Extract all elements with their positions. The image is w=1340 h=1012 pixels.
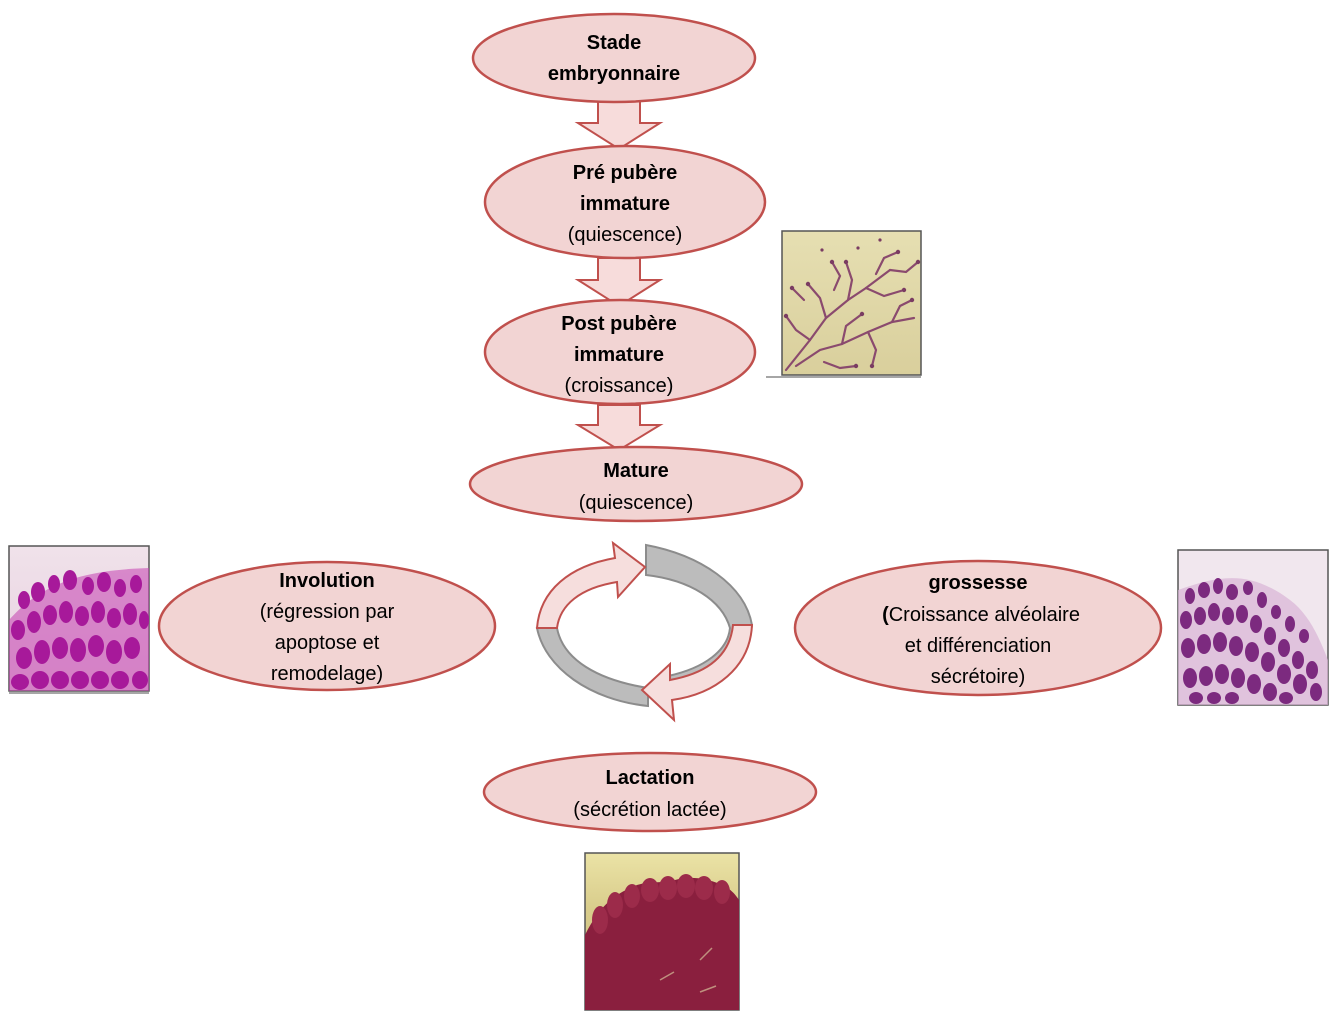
involution-title: Involution bbox=[279, 570, 375, 592]
involution-subtitle-line1: (régression par bbox=[260, 601, 395, 623]
stade-title-line1: Stade bbox=[587, 32, 641, 54]
involution-subtitle-line3: remodelage) bbox=[271, 663, 383, 685]
node-post-pubere: Post pubère immature (croissance) bbox=[483, 298, 757, 406]
stade-title-line2: embryonnaire bbox=[548, 63, 680, 85]
involution-subtitle-line2: apoptose et bbox=[275, 632, 380, 654]
grossesse-subtitle-line2: et différenciation bbox=[905, 635, 1051, 657]
prepubere-title-line2: immature bbox=[580, 193, 670, 215]
prepubere-subtitle: (quiescence) bbox=[568, 224, 683, 246]
grossesse-subtitle-line3: sécrétoire) bbox=[931, 666, 1025, 688]
micrograph-postpubere-image bbox=[766, 230, 922, 378]
mature-subtitle: (quiescence) bbox=[579, 492, 694, 514]
node-pre-pubere: Pré pubère immature (quiescence) bbox=[483, 144, 767, 260]
node-stade-embryonnaire: Stade embryonnaire bbox=[471, 12, 757, 104]
micrograph-grossesse-image bbox=[1177, 549, 1329, 706]
grossesse-subtitle-line1: Croissance alvéolaire bbox=[889, 604, 1080, 626]
arrow-postpubere-to-mature bbox=[574, 404, 664, 452]
node-involution: Involution (régression par apoptose et r… bbox=[157, 560, 497, 692]
cycle-arrows bbox=[535, 540, 754, 723]
node-grossesse: grossesse (Croissance alvéolaire et diff… bbox=[793, 559, 1163, 697]
lactation-title: Lactation bbox=[606, 767, 695, 789]
node-lactation: Lactation (sécrétion lactée) bbox=[482, 751, 818, 833]
micrograph-lactation-image bbox=[584, 852, 740, 1011]
postpubere-title-line2: immature bbox=[574, 344, 664, 366]
micrograph-involution-image bbox=[8, 545, 150, 694]
grossesse-subtitle-line1-group: (Croissance alvéolaire bbox=[882, 604, 1080, 626]
mature-title: Mature bbox=[603, 460, 669, 482]
grossesse-title: grossesse bbox=[929, 572, 1028, 594]
arrow-prepubere-to-postpubere bbox=[574, 257, 664, 308]
lactation-subtitle: (sécrétion lactée) bbox=[573, 799, 726, 821]
postpubere-subtitle: (croissance) bbox=[565, 375, 674, 397]
node-mature: Mature (quiescence) bbox=[468, 445, 804, 523]
prepubere-title-line1: Pré pubère bbox=[573, 162, 677, 184]
grossesse-open-paren: ( bbox=[882, 604, 889, 626]
postpubere-title-line1: Post pubère bbox=[561, 313, 677, 335]
arrow-stade-to-prepubere bbox=[574, 100, 664, 151]
